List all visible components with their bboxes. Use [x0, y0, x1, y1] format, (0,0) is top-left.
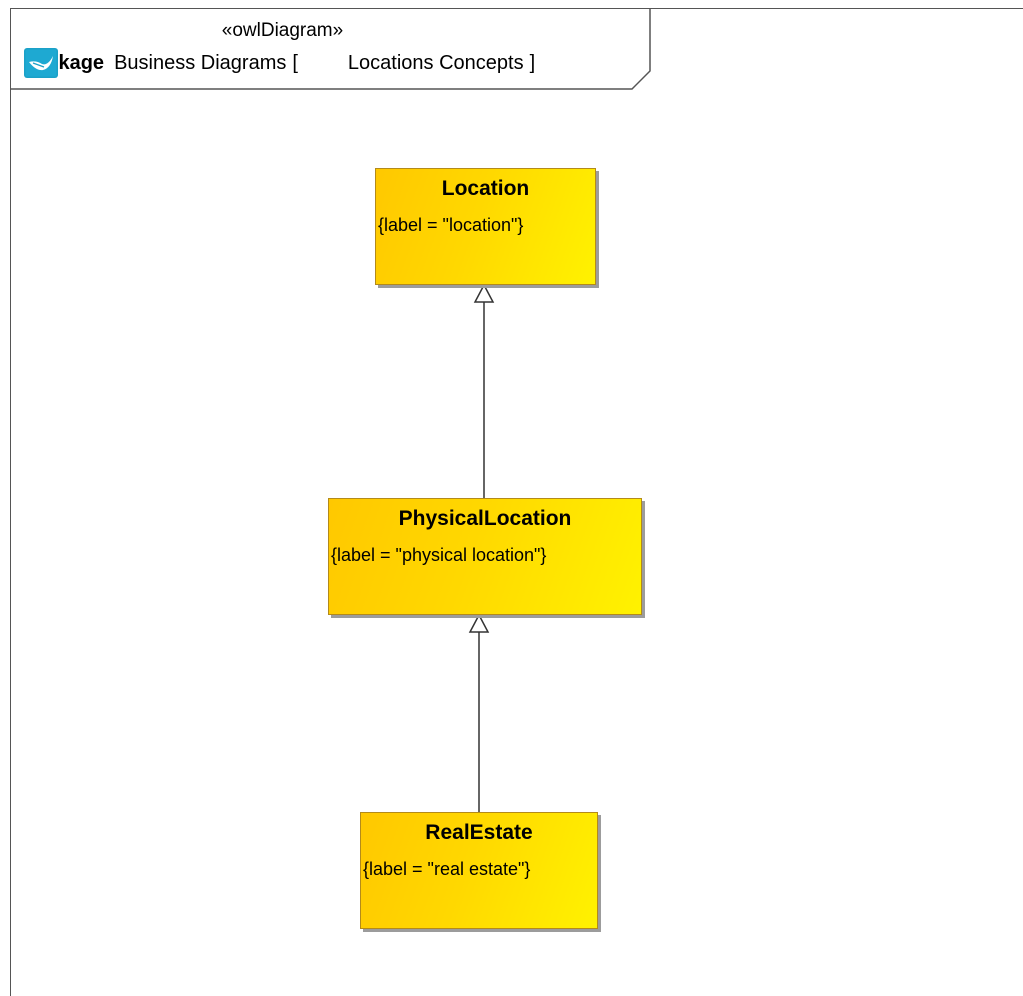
diagram-name[interactable]: Locations Concepts — [347, 51, 524, 74]
generalization-realestate-to-physicallocation[interactable] — [468, 613, 490, 812]
owl-diagram-icon — [24, 48, 342, 78]
diagram-stereotype: «owlDiagram» — [221, 20, 344, 41]
class-realestate[interactable]: RealEstate {label = "real estate"} — [360, 812, 598, 929]
bracket-open: [ — [292, 51, 298, 74]
class-tagged-value: {label = "real estate"} — [363, 859, 531, 879]
class-name: RealEstate — [425, 821, 533, 844]
diagram-title: package Business Diagrams [ Locations Co… — [24, 48, 541, 78]
class-name: Location — [441, 177, 530, 200]
diagram-frame — [10, 8, 1023, 996]
generalization-physicallocation-to-location[interactable] — [473, 283, 495, 498]
class-name: PhysicalLocation — [398, 507, 572, 530]
class-tagged-value: {label = "location"} — [378, 215, 524, 235]
title-tab-outline — [10, 8, 651, 90]
class-physicallocation[interactable]: PhysicalLocation {label = "physical loca… — [328, 498, 642, 615]
bracket-close: ] — [529, 51, 536, 74]
class-tagged-value: {label = "physical location"} — [331, 545, 547, 565]
owner-package-name[interactable]: Business Diagrams — [114, 51, 287, 74]
diagram-title-tab: «owlDiagram» package Business Diagrams [… — [10, 8, 655, 90]
class-location[interactable]: Location {label = "location"} — [375, 168, 596, 285]
